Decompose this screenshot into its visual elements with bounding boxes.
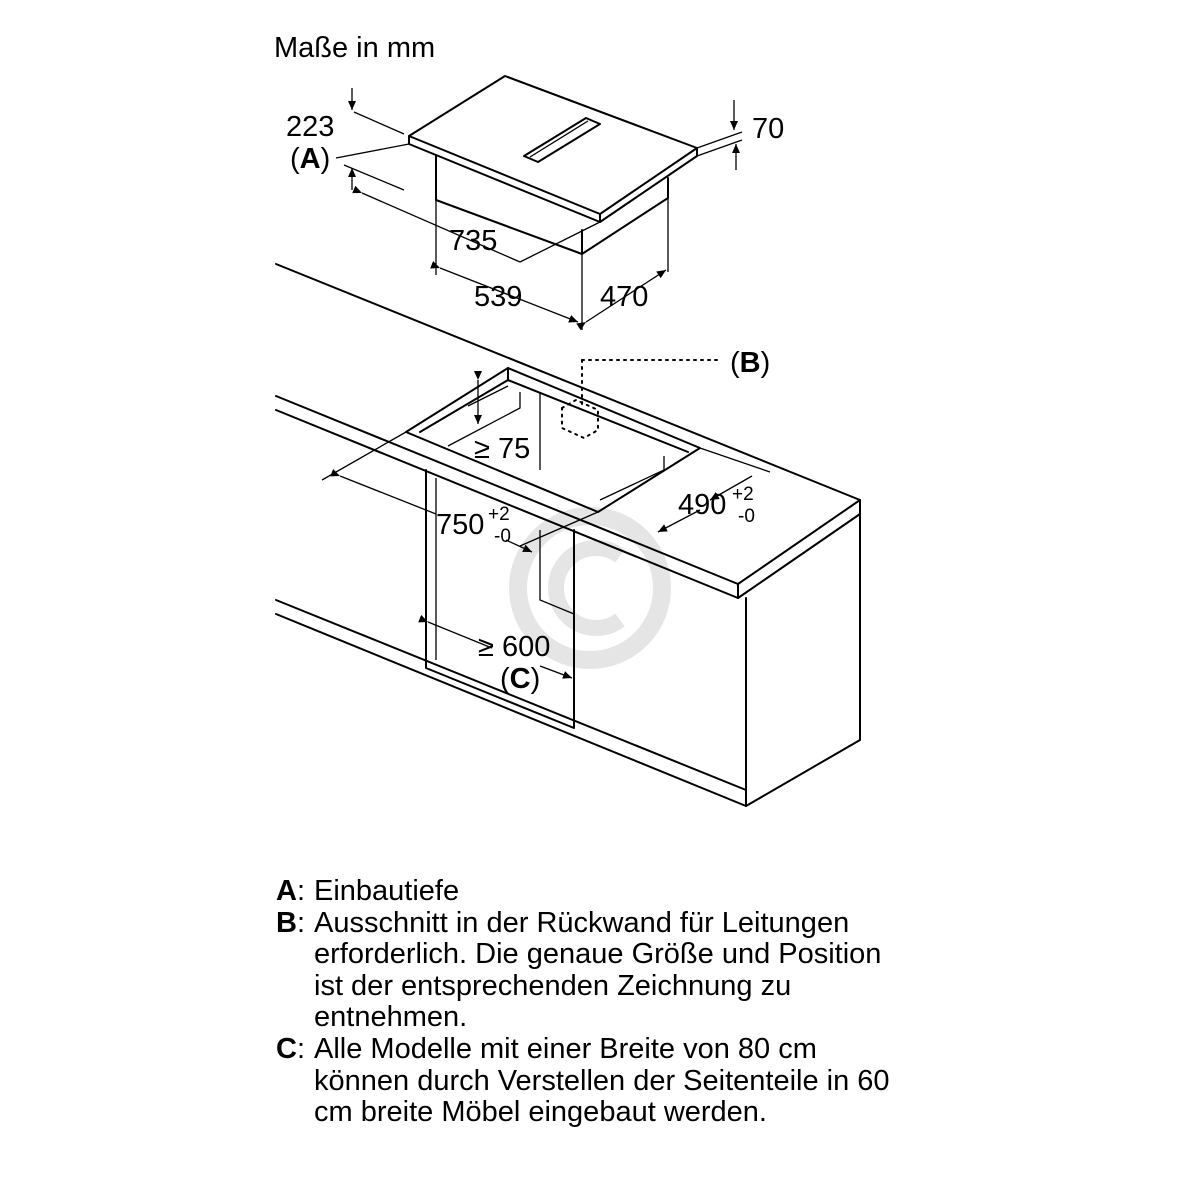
dimension-installation-depth: 223 xyxy=(286,111,334,143)
dimension-hob-depth: 470 xyxy=(600,281,648,313)
dimension-top-height: 70 xyxy=(752,113,784,145)
dimension-cabinet-width: ≥ 600 xyxy=(478,631,550,663)
legend-item-a: A: Einbautiefe xyxy=(276,875,976,908)
label-b: (B) xyxy=(730,347,770,379)
label-c: (C) xyxy=(500,663,540,695)
legend: A: Einbautiefe B: Ausschnitt in der Rück… xyxy=(276,875,976,1129)
legend-text-a: Einbautiefe xyxy=(314,875,460,907)
dimension-labels: 223 (A) 70 735 539 470 (B) ≥ 75 750 +2 -… xyxy=(286,111,784,695)
dimension-cutout-width: 750 xyxy=(436,509,484,541)
cutout-width-tolerance-plus: +2 xyxy=(488,504,510,525)
label-a: (A) xyxy=(290,143,330,175)
legend-item-c: C: Alle Modelle mit einer Breite von 80 … xyxy=(276,1032,976,1129)
dimension-cutout-depth: 490 xyxy=(678,489,726,521)
legend-text-c: Alle Modelle mit einer Breite von 80 cm … xyxy=(314,1032,890,1129)
hob-dimensions xyxy=(335,88,743,331)
dimension-hob-body-width: 539 xyxy=(474,281,522,313)
cutout-depth-tolerance-plus: +2 xyxy=(732,484,754,505)
worktop-drawing xyxy=(275,263,861,807)
cutout-depth-tolerance-minus: -0 xyxy=(738,506,755,527)
dimension-min-gap: ≥ 75 xyxy=(474,433,530,465)
legend-item-b: B: Ausschnitt in der Rückwand für Leitun… xyxy=(276,906,976,1034)
cutout-width-tolerance-minus: -0 xyxy=(494,526,511,547)
installation-diagram: 223 (A) 70 735 539 470 (B) ≥ 75 750 +2 -… xyxy=(275,75,861,807)
dimension-hob-width: 735 xyxy=(449,225,497,257)
worktop-dimensions xyxy=(321,371,771,679)
legend-text-b: Ausschnitt in der Rückwand für Leitungen… xyxy=(314,906,882,1034)
units-caption: Maße in mm xyxy=(274,32,436,64)
